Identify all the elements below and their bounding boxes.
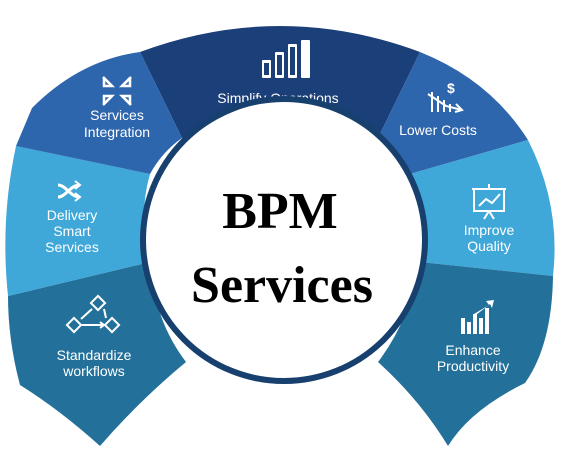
- segment-label-line3: Services: [45, 239, 99, 255]
- shuffle-icon: [57, 180, 82, 202]
- dollar-down-chart-icon: $: [427, 80, 464, 113]
- segment-lower-costs: $ Lower Costs: [378, 52, 528, 174]
- segment-label-line2: Productivity: [437, 358, 509, 374]
- segment-services-integration: Services Integration: [16, 52, 182, 174]
- segment-label-line1: Services: [90, 107, 144, 123]
- segment-label: Lower Costs: [399, 122, 477, 138]
- segment-improve-quality: Improve Quality: [410, 140, 555, 276]
- bar-chart-icon: [262, 40, 310, 78]
- segment-label-line2: Quality: [467, 238, 511, 254]
- workflow-icon: [65, 294, 121, 334]
- segment-label-line1: Improve: [464, 222, 515, 238]
- center-hub: BPM Services: [140, 96, 428, 384]
- segment-label-line2: Smart: [53, 223, 90, 239]
- segment-label-line1: Enhance: [445, 342, 500, 358]
- segment-label-line1: Delivery: [47, 207, 98, 223]
- integration-arrows-icon: [102, 76, 132, 106]
- segment-label-line1: Standardize: [57, 347, 132, 363]
- center-title-line2: Services: [191, 257, 373, 314]
- segment-simplify-operations: Simplify Operations: [140, 26, 420, 138]
- svg-text:$: $: [447, 80, 455, 96]
- segment-label-line2: workflows: [62, 363, 124, 379]
- segment-enhance-productivity: Enhance Productivity: [378, 262, 553, 446]
- segment-standardize-workflows: Standardize workflows: [8, 262, 186, 446]
- segment-label-line2: Integration: [84, 124, 150, 140]
- rising-chart-icon: [461, 300, 494, 334]
- center-title-line1: BPM: [222, 183, 338, 240]
- segment-delivery-smart-services: Delivery Smart Services: [5, 146, 151, 296]
- presentation-chart-icon: [472, 184, 506, 220]
